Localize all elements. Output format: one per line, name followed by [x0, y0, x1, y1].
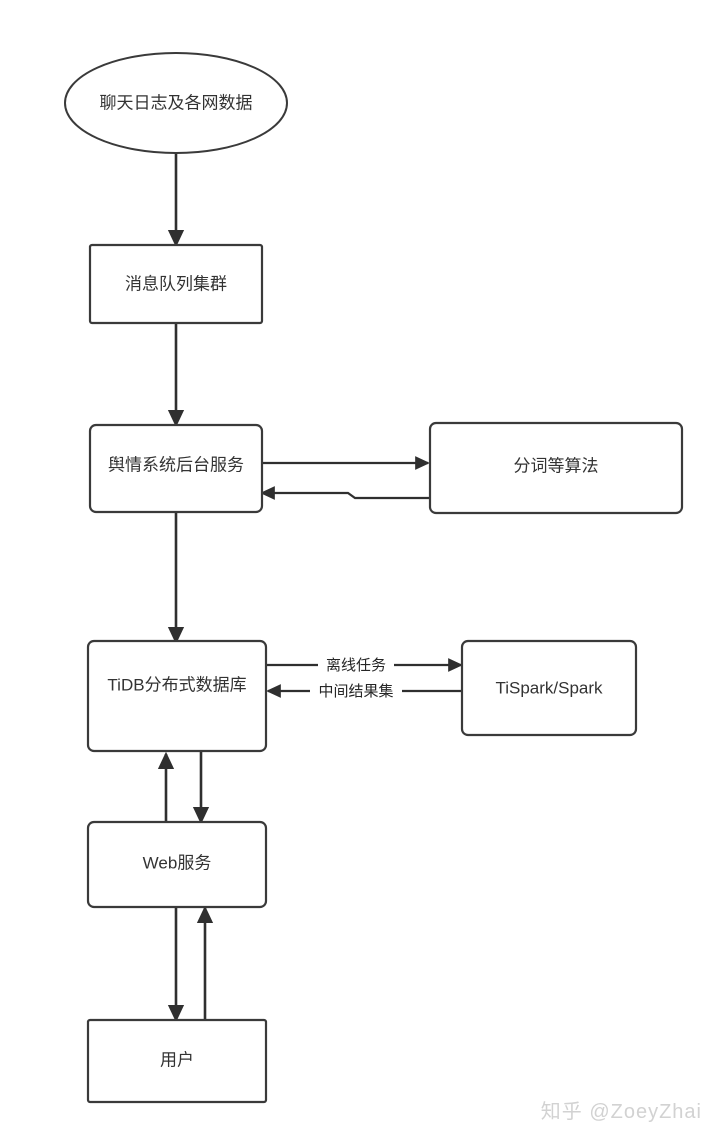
edge-arrow-line	[260, 486, 430, 500]
node-label-source: 聊天日志及各网数据	[100, 93, 253, 112]
node-label-tispark-spark: TiSpark/Spark	[495, 678, 603, 697]
node-source[interactable]: 聊天日志及各网数据	[64, 52, 288, 154]
edge-spark-to-tidb: 中间结果集	[266, 679, 461, 703]
node-shape-rect	[86, 639, 268, 753]
node-tispark-spark[interactable]: TiSpark/Spark	[460, 639, 638, 737]
node-shape-rect	[88, 423, 264, 514]
edge-label-backing	[318, 653, 394, 677]
node-tidb-database[interactable]: TiDB分布式数据库	[86, 639, 268, 753]
edge-label-intermediate-result: 中间结果集	[318, 683, 393, 700]
edge-label-backing	[310, 679, 402, 703]
node-shape-rect	[428, 421, 684, 515]
node-shape-rect	[86, 820, 268, 909]
node-label-message-queue-cluster: 消息队列集群	[125, 274, 227, 293]
node-shape-rect	[86, 1018, 268, 1104]
edge-algo-to-backend	[260, 486, 430, 500]
node-message-queue-cluster[interactable]: 消息队列集群	[88, 243, 264, 325]
watermark: 知乎 @ZoeyZhai	[540, 1101, 702, 1123]
node-shape-rect	[460, 639, 638, 737]
node-shape-ellipse	[64, 52, 288, 154]
node-sentiment-backend-service[interactable]: 舆情系统后台服务	[88, 423, 264, 514]
node-segmentation-algorithm[interactable]: 分词等算法	[428, 421, 684, 515]
node-web-service[interactable]: Web服务	[86, 820, 268, 909]
node-label-web-service: Web服务	[143, 853, 212, 872]
edge-label-offline-task: 离线任务	[326, 657, 386, 674]
node-label-sentiment-backend-service: 舆情系统后台服务	[108, 455, 244, 474]
node-label-segmentation-algorithm: 分词等算法	[514, 456, 599, 475]
edge-tidb-to-spark: 离线任务	[266, 653, 463, 677]
node-label-user: 用户	[160, 1050, 194, 1069]
node-label-tidb-database: TiDB分布式数据库	[107, 675, 246, 694]
node-shape-rect	[88, 243, 264, 325]
node-user[interactable]: 用户	[86, 1018, 268, 1104]
